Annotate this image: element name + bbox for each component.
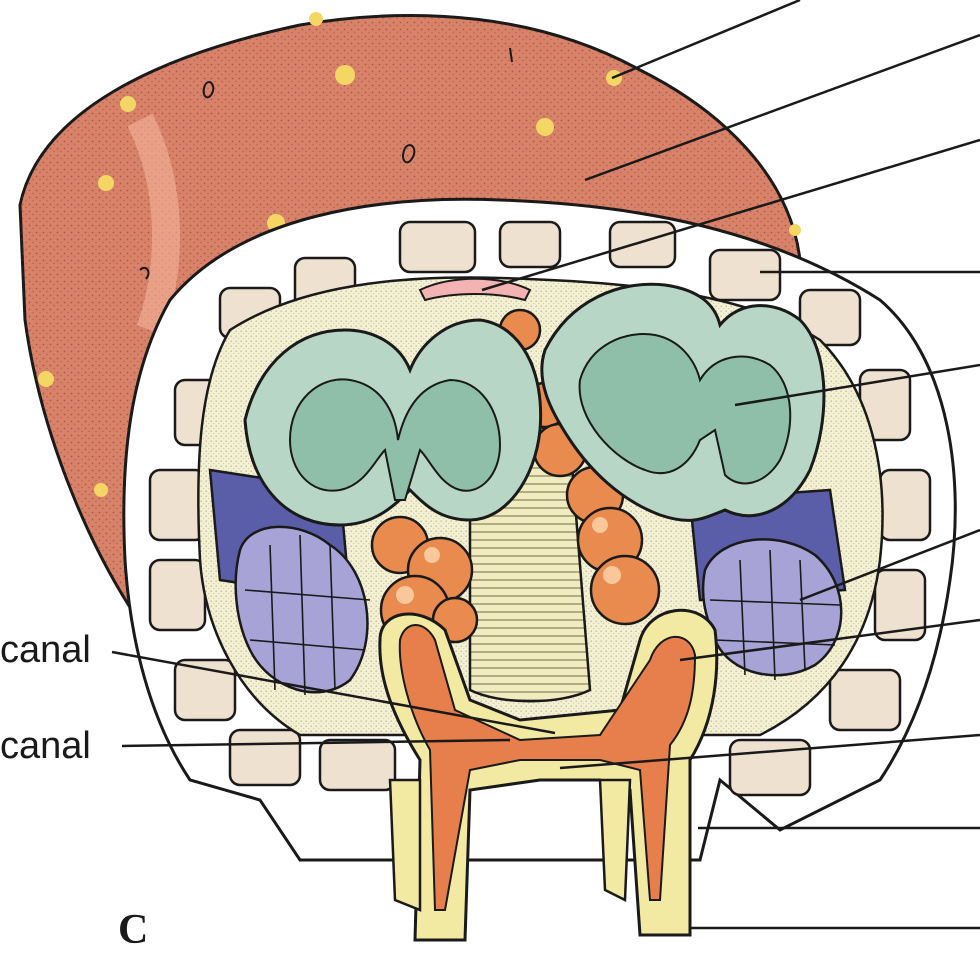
label-canal-lower: canal: [0, 727, 91, 765]
panel-letter: C: [118, 906, 148, 954]
label-canal-upper: canal: [0, 631, 91, 669]
